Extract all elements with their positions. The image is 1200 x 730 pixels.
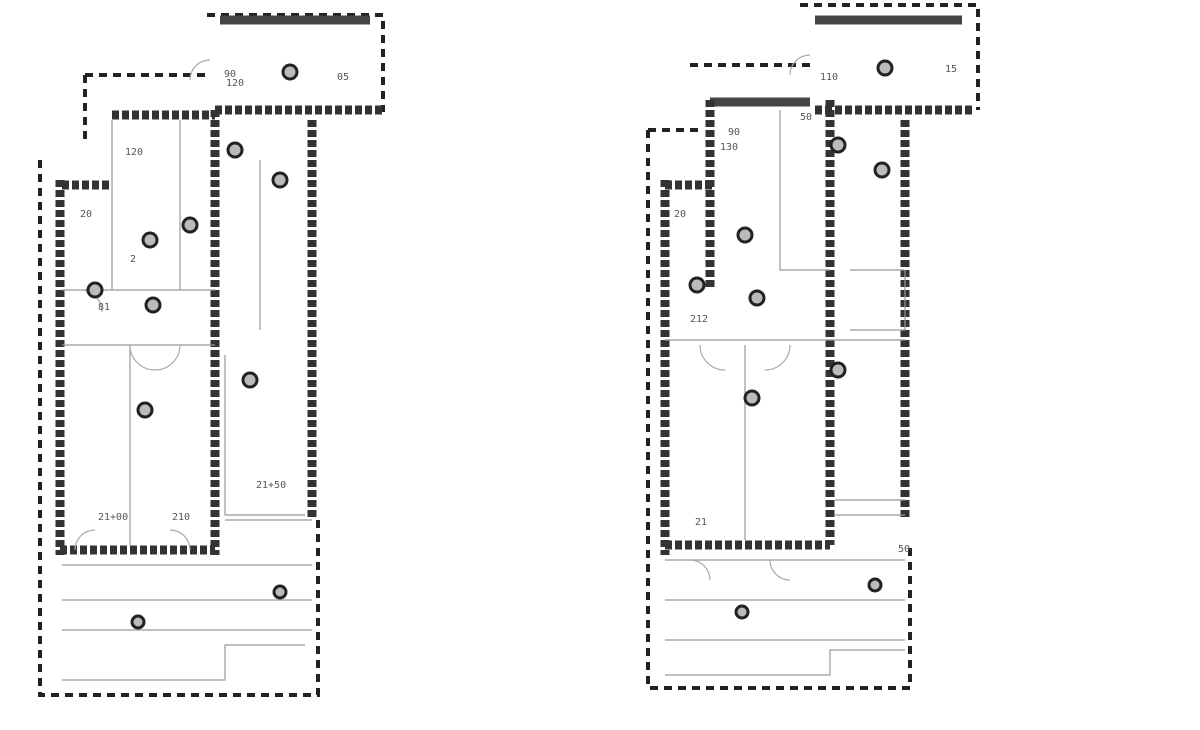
dimension-label: 90 bbox=[224, 69, 236, 80]
left-room-markers bbox=[86, 63, 299, 630]
dimension-label: 21 bbox=[695, 517, 707, 528]
dimension-label: 20 bbox=[674, 209, 686, 220]
dimension-label: 120 bbox=[226, 78, 244, 89]
room-marker-icon bbox=[130, 614, 146, 630]
right-room-markers bbox=[688, 59, 894, 620]
room-marker-icon bbox=[86, 281, 104, 299]
dimension-label: 21+50 bbox=[256, 480, 286, 491]
room-marker-icon bbox=[272, 584, 288, 600]
room-marker-icon bbox=[144, 296, 162, 314]
room-marker-icon bbox=[141, 231, 159, 249]
dimension-label: 50 bbox=[898, 544, 910, 555]
room-marker-icon bbox=[876, 59, 894, 77]
dimension-label: 210 bbox=[172, 512, 190, 523]
room-marker-icon bbox=[734, 604, 750, 620]
dimension-label: 50 bbox=[800, 112, 812, 123]
left-door-swings bbox=[74, 59, 211, 551]
dimension-label: 05 bbox=[337, 72, 349, 83]
dimension-label: 212 bbox=[690, 314, 708, 325]
left-plan-outline bbox=[38, 73, 320, 697]
room-marker-icon bbox=[867, 577, 883, 593]
room-marker-icon bbox=[241, 371, 259, 389]
room-marker-icon bbox=[136, 401, 154, 419]
room-marker-icon bbox=[873, 161, 891, 179]
dimension-label: 110 bbox=[820, 72, 838, 83]
room-marker-icon bbox=[281, 63, 299, 81]
dimension-label: 21+00 bbox=[98, 512, 128, 523]
dimension-label: 120 bbox=[125, 147, 143, 158]
right-walls bbox=[660, 100, 975, 555]
dimension-label: 90 bbox=[728, 127, 740, 138]
right-door-swings bbox=[689, 54, 811, 581]
dimension-label: 20 bbox=[80, 209, 92, 220]
right-interior-lines bbox=[665, 110, 906, 676]
room-marker-icon bbox=[829, 361, 847, 379]
dimension-label: 15 bbox=[945, 64, 957, 75]
room-marker-icon bbox=[829, 136, 847, 154]
right-floor-plan: 110 15 50 90 130 20 212 21 50 bbox=[646, 3, 980, 690]
right-upper-room-outline bbox=[800, 3, 980, 110]
dimension-label: 130 bbox=[720, 142, 738, 153]
room-marker-icon bbox=[748, 289, 766, 307]
right-plan-outline bbox=[646, 63, 912, 690]
dimension-label: 81 bbox=[98, 302, 110, 313]
dimension-label: 2 bbox=[130, 254, 136, 265]
left-interior-lines bbox=[62, 120, 312, 681]
right-top-wall bbox=[710, 15, 962, 107]
left-walls bbox=[55, 105, 383, 555]
room-marker-icon bbox=[271, 171, 289, 189]
left-upper-room-outline bbox=[207, 13, 385, 112]
room-marker-icon bbox=[736, 226, 754, 244]
left-floor-plan: 90 120 05 120 20 81 21+50 21+00 210 2 bbox=[38, 13, 385, 697]
room-marker-icon bbox=[226, 141, 244, 159]
room-marker-icon bbox=[743, 389, 761, 407]
room-marker-icon bbox=[181, 216, 199, 234]
room-marker-icon bbox=[688, 276, 706, 294]
